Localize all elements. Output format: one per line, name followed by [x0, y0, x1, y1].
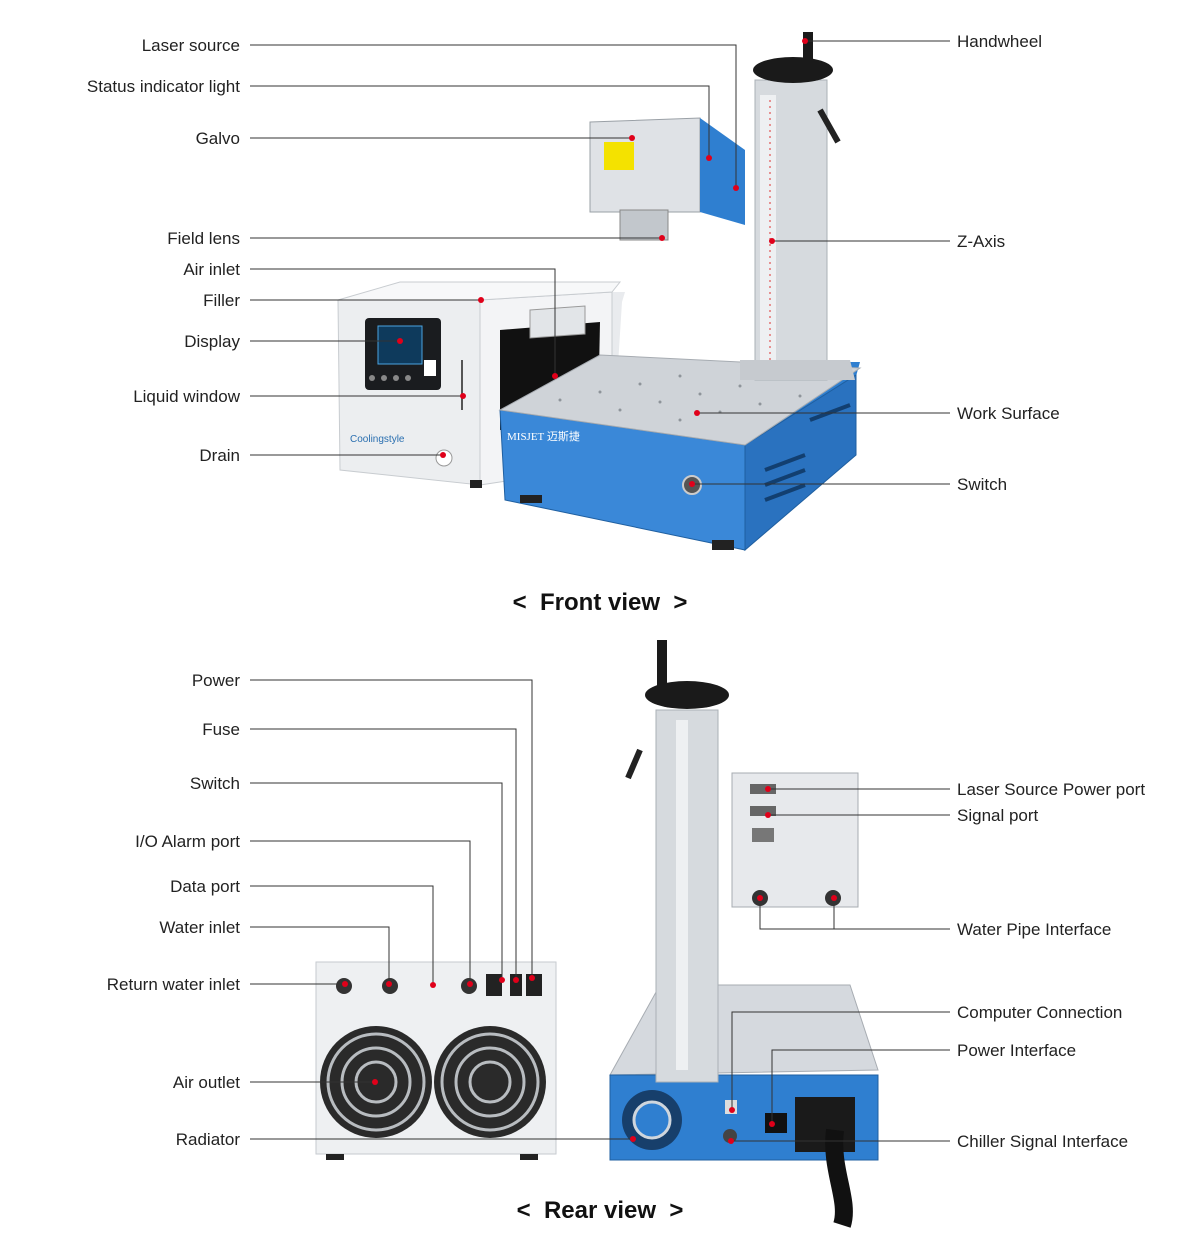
callout-marker: [342, 981, 348, 987]
callout-marker: [513, 977, 519, 983]
callout-marker: [629, 135, 635, 141]
rear-label-water-pipe-interface: Water Pipe Interface: [957, 920, 1111, 939]
front-view-title: < Front view >: [513, 589, 688, 616]
leader-line: [771, 1049, 950, 1124]
rear-label-data-port: Data port: [170, 877, 240, 896]
front-label-status-indicator-light: Status indicator light: [87, 77, 240, 96]
callout-marker: [467, 981, 473, 987]
callout-marker: [499, 977, 505, 983]
leader-line: [250, 728, 517, 980]
leader-line: [250, 85, 710, 158]
rear-chiller: [315, 961, 557, 1160]
rear-label-power: Power: [192, 671, 241, 690]
leader-line: [250, 44, 737, 188]
rear-label-chiller-signal-interface: Chiller Signal Interface: [957, 1132, 1128, 1151]
callout-marker: [630, 1136, 636, 1142]
callout-marker: [831, 895, 837, 901]
callout-marker: [397, 338, 403, 344]
callout-marker: [659, 235, 665, 241]
callout-marker: [478, 297, 484, 303]
front-label-galvo: Galvo: [196, 129, 240, 148]
leader-line: [250, 885, 434, 985]
callout-marker: [802, 38, 808, 44]
rear-label-switch: Switch: [190, 774, 240, 793]
rear-label-power-interface: Power Interface: [957, 1041, 1076, 1060]
callout-marker: [430, 982, 436, 988]
rear-label-i-o-alarm-port: I/O Alarm port: [135, 832, 240, 851]
leader-line: [759, 898, 834, 930]
front-label-liquid-window: Liquid window: [133, 387, 241, 406]
rear-label-fuse: Fuse: [202, 720, 240, 739]
callout-marker: [765, 786, 771, 792]
rear-label-laser-source-power-port: Laser Source Power port: [957, 780, 1145, 799]
rear-marking-machine: [609, 640, 879, 1228]
rear-label-computer-connection: Computer Connection: [957, 1003, 1122, 1022]
leader-line: [250, 782, 503, 980]
callout-marker: [372, 1079, 378, 1085]
rear-label-air-outlet: Air outlet: [173, 1073, 240, 1092]
callout-marker: [694, 410, 700, 416]
callout-marker: [757, 895, 763, 901]
front-marking-machine: MISJET 迈斯捷: [498, 32, 862, 552]
rear-label-signal-port: Signal port: [957, 806, 1039, 825]
callout-marker: [706, 155, 712, 161]
front-label-z-axis: Z-Axis: [957, 232, 1005, 251]
leader-line: [250, 268, 556, 376]
callout-marker: [440, 452, 446, 458]
leader-line: [250, 840, 471, 984]
callout-marker: [460, 393, 466, 399]
callout-marker: [765, 812, 771, 818]
front-label-field-lens: Field lens: [167, 229, 240, 248]
rear-label-radiator: Radiator: [176, 1130, 241, 1149]
callout-marker: [733, 185, 739, 191]
callout-marker: [769, 238, 775, 244]
front-label-handwheel: Handwheel: [957, 32, 1042, 51]
front-label-filler: Filler: [203, 291, 240, 310]
leader-line: [250, 926, 390, 984]
rear-view-title: < Rear view >: [517, 1197, 684, 1224]
callout-marker: [386, 981, 392, 987]
callout-marker: [552, 373, 558, 379]
front-label-laser-source: Laser source: [142, 36, 240, 55]
front-label-display: Display: [184, 332, 240, 351]
rear-label-return-water-inlet: Return water inlet: [107, 975, 241, 994]
leader-line: [250, 679, 533, 978]
rear-label-water-inlet: Water inlet: [159, 918, 240, 937]
chiller-brand: Coolingstyle: [350, 434, 405, 445]
callout-marker: [729, 1107, 735, 1113]
front-label-work-surface: Work Surface: [957, 404, 1060, 423]
front-label-air-inlet: Air inlet: [183, 260, 240, 279]
callout-marker: [689, 481, 695, 487]
callout-marker: [529, 975, 535, 981]
callout-marker: [728, 1138, 734, 1144]
front-label-drain: Drain: [199, 446, 240, 465]
front-label-switch: Switch: [957, 475, 1007, 494]
callout-marker: [769, 1121, 775, 1127]
machine-brand: MISJET 迈斯捷: [507, 429, 580, 443]
leader-line: [731, 1011, 950, 1110]
